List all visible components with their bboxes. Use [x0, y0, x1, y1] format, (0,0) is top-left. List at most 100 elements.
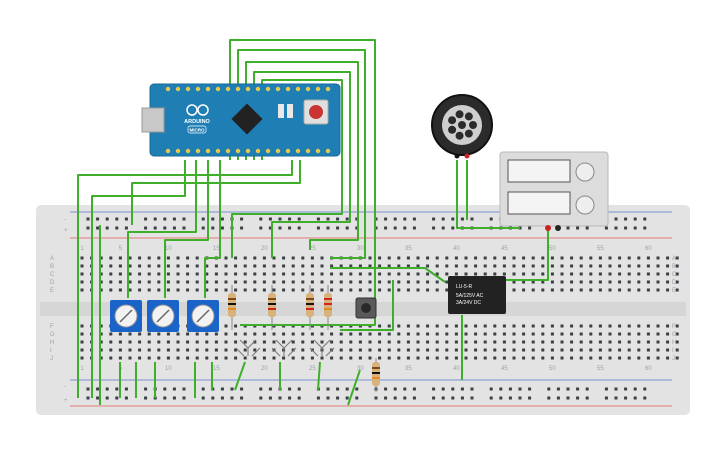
power-supply-knob-2[interactable]	[575, 195, 595, 215]
column-label: 15	[213, 366, 220, 372]
row-label: E	[50, 288, 54, 294]
column-label: 20	[261, 246, 268, 252]
arduino-led	[278, 104, 284, 118]
wire-9[interactable]	[127, 160, 197, 298]
row-label: E	[672, 288, 676, 294]
column-label: 55	[597, 366, 604, 372]
potentiometer-1-indicator	[119, 309, 133, 323]
wire-1[interactable]	[229, 39, 376, 326]
pushbutton[interactable]	[355, 297, 377, 319]
row-label: H	[50, 340, 54, 346]
rail-minus-label-bottom: -	[64, 384, 66, 390]
row-label: B	[50, 264, 54, 270]
row-label: I	[672, 348, 674, 354]
row-label: J	[672, 356, 675, 362]
wire-3[interactable]	[245, 61, 359, 250]
column-label: 20	[261, 366, 268, 372]
wire-10[interactable]	[164, 160, 209, 298]
potentiometer-3-indicator	[196, 309, 210, 323]
relay-spec-ac: 5A/125V AC	[456, 293, 484, 299]
transistors[interactable]	[235, 339, 335, 357]
reset-button-cap[interactable]	[309, 105, 323, 119]
arduino-micro[interactable]: ARDUINO MICRO	[141, 83, 341, 157]
column-label: 55	[597, 246, 604, 252]
pushbutton-cap[interactable]	[361, 303, 371, 313]
column-label: 10	[165, 246, 172, 252]
power-supply-display-2	[507, 191, 571, 215]
wire-26[interactable]	[317, 361, 321, 391]
arduino-model-badge	[187, 125, 207, 134]
resistors[interactable]	[228, 285, 380, 392]
transistor-2[interactable]	[271, 339, 297, 357]
potentiometer-3[interactable]	[187, 300, 219, 332]
column-label: 25	[309, 366, 316, 372]
transistor-3[interactable]	[309, 339, 335, 357]
rail-plus-label-bottom: +	[64, 398, 68, 404]
relay-body	[448, 276, 506, 314]
wire-24[interactable]	[234, 361, 246, 391]
resistor-3[interactable]	[306, 285, 314, 330]
wire-27[interactable]	[347, 369, 361, 406]
wire-8[interactable]	[91, 160, 186, 398]
row-label: F	[50, 324, 54, 330]
column-label: 1	[80, 246, 84, 252]
relay-spec-dc: 3A/24V DC	[456, 300, 481, 306]
row-label: C	[672, 272, 677, 278]
column-label: 5	[119, 246, 123, 252]
speaker-terminal-black	[454, 153, 460, 159]
wire-15[interactable]	[456, 160, 520, 229]
row-label: I	[50, 348, 52, 354]
row-label: D	[50, 280, 55, 286]
power-supply-display-1	[507, 159, 571, 183]
wire-6[interactable]	[131, 160, 301, 225]
arduino-pin-headers	[165, 86, 331, 154]
column-label: 30	[357, 366, 364, 372]
arduino-logo-icon	[186, 104, 209, 116]
row-label: A	[50, 256, 54, 262]
column-label: 50	[549, 246, 556, 252]
arduino-brand: ARDUINO	[184, 119, 210, 125]
column-label: 50	[549, 366, 556, 372]
wire-11[interactable]	[204, 160, 221, 298]
usb-connector	[141, 107, 165, 133]
power-supply-knob-1[interactable]	[575, 162, 595, 182]
row-label: C	[50, 272, 55, 278]
resistor-1[interactable]	[228, 285, 236, 330]
wire-14[interactable]	[340, 280, 394, 331]
row-label: B	[672, 264, 676, 270]
column-label: 25	[309, 246, 316, 252]
column-label: 35	[405, 366, 412, 372]
wire-13[interactable]	[330, 267, 446, 283]
wire-17[interactable]	[505, 228, 549, 281]
power-supply[interactable]	[499, 151, 609, 231]
speaker-terminal-red	[464, 153, 470, 159]
row-label: J	[50, 356, 53, 362]
potentiometer-2-indicator	[156, 309, 170, 323]
column-label: 45	[501, 366, 508, 372]
speaker[interactable]	[431, 94, 493, 159]
column-label: 35	[405, 246, 412, 252]
resistor-5[interactable]	[372, 358, 380, 392]
rail-plus-label-top: +	[64, 228, 68, 234]
column-label: 30	[357, 246, 364, 252]
column-label: 1	[80, 366, 84, 372]
arduino-chip	[231, 103, 263, 135]
potentiometer-2[interactable]	[147, 300, 179, 332]
row-label: A	[672, 256, 676, 262]
power-supply-terminal-black	[555, 225, 561, 231]
column-label: 45	[501, 246, 508, 252]
resistor-2[interactable]	[268, 285, 276, 330]
power-supply-terminal-red	[545, 225, 551, 231]
potentiometer-1[interactable]	[110, 300, 142, 332]
row-label: F	[672, 324, 676, 330]
transistor-1[interactable]	[235, 339, 261, 357]
arduino-led-2	[287, 104, 293, 118]
column-label: 60	[645, 246, 652, 252]
row-label: D	[672, 280, 677, 286]
potentiometers[interactable]	[110, 300, 219, 332]
relay[interactable]: LU-5-R 5A/125V AC 3A/24V DC	[448, 276, 506, 314]
resistor-4[interactable]	[324, 285, 332, 330]
